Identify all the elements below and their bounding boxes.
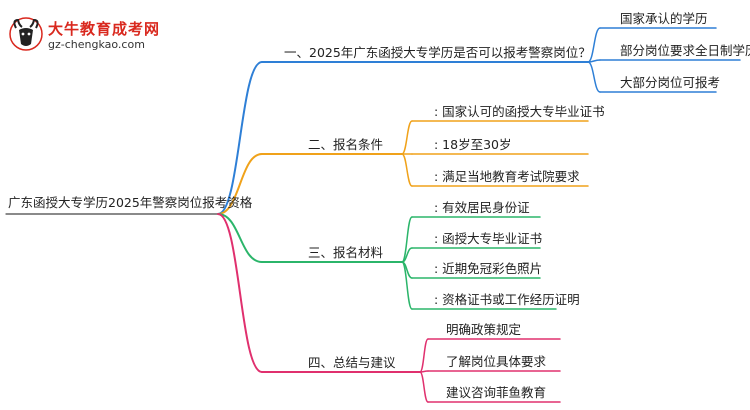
mindmap-root: 广东函授大专学历2025年警察岗位报考资格: [8, 195, 253, 210]
branch-1-connector: [217, 61, 263, 215]
leaf-3-3: : 近期免冠彩色照片: [434, 261, 543, 276]
site-logo: 大牛教育成考网 gz-chengkao.com: [8, 14, 168, 58]
leaf-1-3-connector: [587, 61, 601, 93]
branch-4-connector: [217, 213, 263, 373]
branch-2-connector: [217, 153, 263, 215]
leaf-3-1: : 有效居民身份证: [434, 200, 530, 215]
branch-1-label: 一、2025年广东函授大专学历是否可以报考警察岗位？: [284, 45, 591, 60]
leaf-4-2: 了解岗位具体要求: [446, 354, 547, 369]
leaf-4-1-connector: [419, 338, 429, 373]
ox-logo-icon: [9, 17, 43, 51]
leaf-2-3-connector: [401, 153, 413, 187]
leaf-2-1: : 国家认可的函授大专毕业证书: [434, 104, 605, 119]
leaf-1-1-connector: [587, 27, 601, 63]
leaf-3-2: : 函授大专毕业证书: [434, 231, 543, 246]
leaf-3-1-connector: [401, 216, 413, 263]
leaf-1-1: 国家承认的学历: [620, 11, 708, 26]
leaf-2-2: : 18岁至30岁: [434, 137, 512, 152]
leaf-2-3: : 满足当地教育考试院要求: [434, 169, 580, 184]
branch-4-label: 四、总结与建议: [308, 355, 396, 370]
site-url: gz-chengkao.com: [48, 38, 145, 51]
branch-3-connector: [217, 213, 263, 263]
leaf-1-3: 大部分岗位可报考: [620, 75, 721, 90]
leaf-3-4-connector: [401, 261, 413, 310]
branch-2-label: 二、报名条件: [308, 137, 384, 152]
leaf-4-3: 建议咨询菲鱼教育: [446, 385, 547, 400]
leaf-1-2: 部分岗位要求全日制学历: [620, 43, 750, 58]
leaf-3-4: : 资格证书或工作经历证明: [434, 292, 580, 307]
leaf-4-3-connector: [419, 371, 429, 403]
leaf-4-1: 明确政策规定: [446, 322, 522, 337]
site-name: 大牛教育成考网: [48, 20, 161, 38]
branch-3-label: 三、报名材料: [308, 245, 384, 260]
leaf-2-1-connector: [401, 120, 413, 155]
